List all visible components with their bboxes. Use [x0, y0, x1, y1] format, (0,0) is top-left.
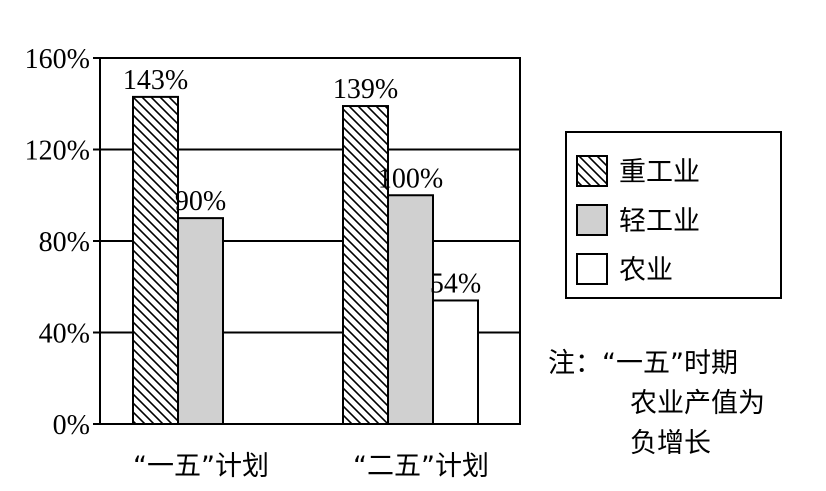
footnote-line-3: 负增长 [630, 428, 711, 459]
legend: 重工业 轻工业 农业 [565, 131, 782, 299]
data-label: 54% [430, 268, 481, 299]
bar-2-1 [177, 217, 224, 425]
y-tick-label: 40% [39, 319, 90, 350]
footnote-line-2: 农业产值为 [630, 388, 765, 419]
footnote-line-1: 注：“一五”时期 [548, 348, 738, 379]
bar-2-2 [387, 194, 434, 425]
data-label: 143% [123, 65, 188, 96]
legend-swatch-agri [576, 253, 608, 285]
data-label: 100% [378, 163, 443, 194]
y-axis-ticks: 0% 40% 80% 120% 160% [25, 44, 100, 441]
legend-label-heavy: 重工业 [619, 157, 700, 188]
data-labels: 143% 139% 90% 100% 54% [123, 65, 481, 300]
legend-swatch-light [576, 204, 608, 236]
bar-1-2 [342, 105, 389, 425]
data-label: 139% [333, 74, 398, 105]
legend-label-agri: 农业 [619, 255, 673, 286]
data-label: 90% [175, 186, 226, 217]
y-tick-label: 160% [25, 44, 90, 75]
legend-label-light: 轻工业 [619, 206, 700, 237]
legend-swatch-heavy [576, 155, 608, 187]
bars [132, 95, 479, 426]
category-label-2: “二五”计划 [353, 451, 489, 482]
y-tick-label: 80% [39, 227, 90, 258]
category-label-1: “一五”计划 [133, 451, 269, 482]
footnote: 注：“一五”时期 农业产值为 负增长 [548, 344, 818, 464]
y-tick-label: 120% [25, 136, 90, 167]
bar-3-2 [432, 299, 479, 426]
bar-1-1 [132, 95, 179, 425]
y-tick-label: 0% [53, 410, 90, 441]
